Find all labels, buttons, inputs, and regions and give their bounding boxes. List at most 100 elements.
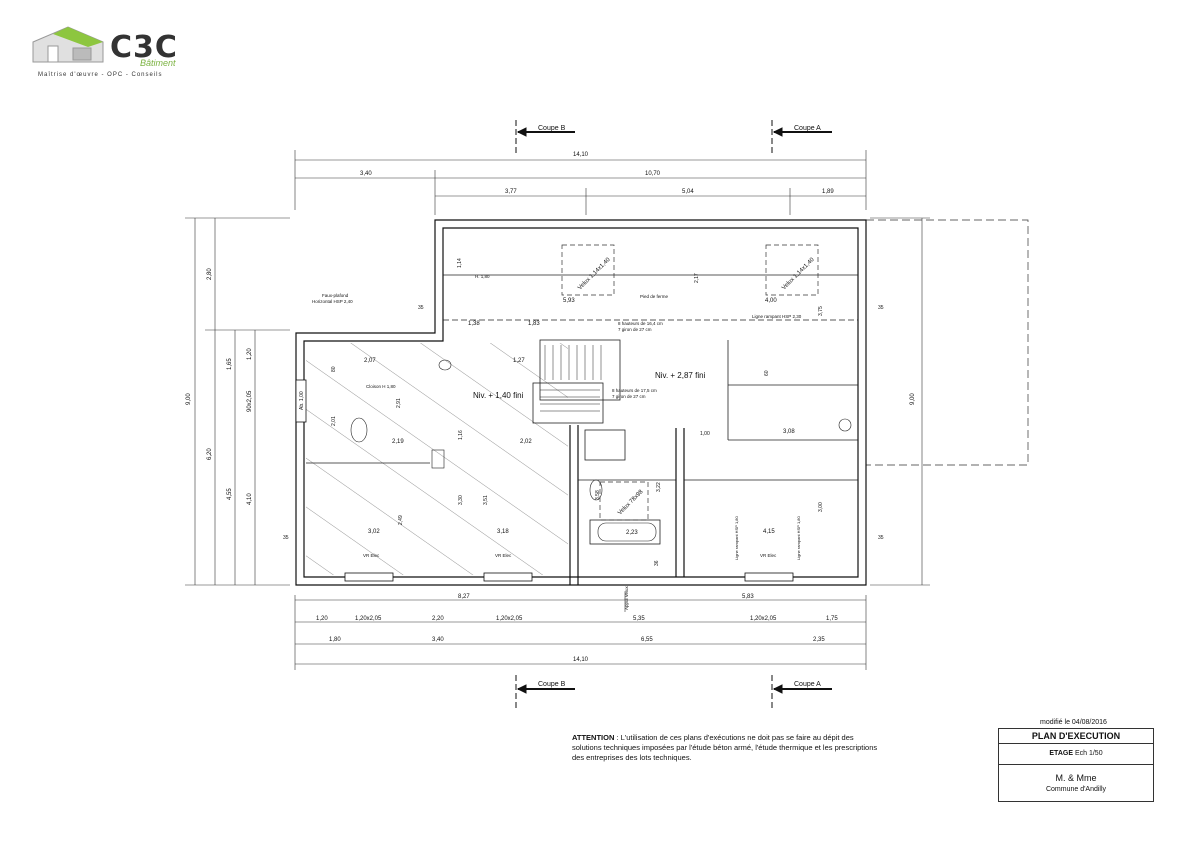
section-marker-b-bottom <box>515 675 575 710</box>
dim-v12: 2,01 <box>331 416 337 426</box>
dim-c4: 2,35 <box>813 637 825 643</box>
room-r4: 4,15 <box>763 529 775 535</box>
interior-partitions <box>306 274 858 545</box>
room-r3: 3,08 <box>783 429 795 435</box>
h180-label: H. 1,80 <box>475 274 490 279</box>
dim-v6: 3,51 <box>483 495 489 505</box>
faux-plafond-label: Faux-plafond <box>322 293 349 298</box>
vr-label-2: VR Elec <box>495 553 512 558</box>
dim-b2: 1,20x2,05 <box>355 616 382 622</box>
client-name: M. & Mme <box>1055 773 1097 783</box>
dim-c2: 3,40 <box>432 637 444 643</box>
dim-b5: 5,35 <box>633 616 645 622</box>
room-r2: 4,00 <box>765 298 777 304</box>
velux-outlines <box>561 244 819 521</box>
dim-c1: 1,80 <box>329 637 341 643</box>
room-r7: 2,23 <box>626 530 638 536</box>
dim-v1: 1,14 <box>457 258 463 268</box>
dim-bottom-right: 5,83 <box>742 594 754 600</box>
room-r5: 3,02 <box>368 529 380 535</box>
stairs1-label: 8 hauteurs de 16,4 cm <box>618 321 663 326</box>
room-r1: 5,93 <box>563 298 575 304</box>
dim-v16: 36 <box>654 560 660 566</box>
section-marker-a-top <box>771 120 832 155</box>
windows <box>295 379 794 582</box>
level-high-label: Niv. + 2,87 fini <box>655 371 706 380</box>
stairs2b-label: 7 giron de 27 cm <box>612 394 646 399</box>
dim-b7: 1,75 <box>826 616 838 622</box>
pied-ferme-label: Pied de ferme <box>640 294 669 299</box>
section-marker-a-bottom <box>771 675 832 710</box>
building-logo-icon <box>32 26 104 63</box>
velux-label-2: Velux 1,14x1,40 <box>781 257 816 292</box>
ligne-rampant-label-2: Ligne rampant HSP 1,80 <box>734 515 739 560</box>
dim-v15: 1,00 <box>700 431 710 437</box>
dim-v7: 3,58 <box>595 490 601 500</box>
dim-v13: 60 <box>764 370 770 376</box>
modified-date: modifié le 04/08/2016 <box>1040 719 1107 726</box>
dim-c3: 6,55 <box>641 637 653 643</box>
velux-label-3: Velux 78x98 <box>617 489 645 517</box>
section-marker-b-top <box>515 120 575 155</box>
top-dimension-lines <box>294 150 867 215</box>
dim-top-total: 14,10 <box>573 152 589 158</box>
dim-bottom-left: 8,27 <box>458 594 470 600</box>
company-logo <box>28 22 198 82</box>
dim-v5: 3,30 <box>458 495 464 505</box>
stairs2-label: 8 hauteurs de 17,5 cm <box>612 388 657 393</box>
level-low-label: Niv. + 1,40 fini <box>473 391 524 400</box>
attention-notice: ATTENTION : L'utilisation de ces plans d… <box>572 733 882 763</box>
dim-v4: 2,49 <box>398 515 404 525</box>
dim-top-r1: 3,77 <box>505 189 517 195</box>
room-r13: 1,83 <box>528 321 540 327</box>
dim-bottom-total: 14,10 <box>573 657 589 663</box>
stairs1b-label: 7 giron de 27 cm <box>618 327 652 332</box>
velux-label-1: Velux 1,14x1,40 <box>577 257 612 292</box>
dim-left-g: 90x2,05 <box>247 390 253 412</box>
dim-left-total: 9,00 <box>186 393 192 405</box>
dim-v11: 2,91 <box>396 398 402 408</box>
wall-35-a: 35 <box>418 305 424 311</box>
level-name: ETAGE <box>1049 750 1073 757</box>
section-b-label-top: Coupe B <box>538 125 566 132</box>
wall-35-d: 35 <box>878 535 884 541</box>
section-a-label-bottom: Coupe A <box>794 681 821 688</box>
staircase <box>540 345 602 412</box>
wall-35-c: 35 <box>283 535 289 541</box>
dim-left-f: 4,10 <box>247 493 253 505</box>
dim-v10: 1,16 <box>458 430 464 440</box>
dim-b1: 1,20 <box>316 616 328 622</box>
left-dimension-lines <box>185 217 290 586</box>
bottom-dimension-lines <box>294 592 867 670</box>
ligne-rampant-label: Ligne rampant HSP 2,30 <box>752 314 802 319</box>
commune: Commune d'Andilly <box>1045 786 1107 793</box>
dim-v2: 2,17 <box>694 273 700 283</box>
logo-tagline: Maîtrise d'œuvre - OPC - Conseils <box>38 72 163 78</box>
room-r12: 1,38 <box>468 321 480 327</box>
faux-plafond-label-2: Horizontal HSP 2,40 <box>312 299 353 304</box>
appui-velux-label: Appui Velux <box>624 585 629 610</box>
room-r6: 3,18 <box>497 529 509 535</box>
title-block: PLAN D'EXECUTION ETAGE Ech 1/50 M. & Mme… <box>998 728 1154 802</box>
room-r10: 2,07 <box>364 358 376 364</box>
dim-b4: 1,20x2,05 <box>496 616 523 622</box>
dim-top-r2: 5,04 <box>682 189 694 195</box>
dim-top-left: 3,40 <box>360 171 372 177</box>
dim-left-d: 1,20 <box>247 348 253 360</box>
dim-left-c: 1,65 <box>227 358 233 370</box>
vr-label-3: VR Elec <box>760 553 777 558</box>
ab-label: Ab. 1,00 <box>299 391 305 410</box>
dim-left-a: 2,80 <box>207 268 213 280</box>
section-b-label-bottom: Coupe B <box>538 681 566 688</box>
section-a-label-top: Coupe A <box>794 125 821 132</box>
dim-left-b: 6,20 <box>207 448 213 460</box>
exterior-walls <box>295 219 867 586</box>
dim-top-r3: 1,89 <box>822 189 834 195</box>
room-r9: 2,02 <box>520 439 532 445</box>
room-r11: 1,27 <box>513 358 525 364</box>
cloison-label: Cloison H 1,80 <box>366 384 396 389</box>
scale: Ech 1/50 <box>1074 750 1103 757</box>
room-r8: 2,19 <box>392 439 404 445</box>
logo-title: C3C <box>110 30 178 65</box>
